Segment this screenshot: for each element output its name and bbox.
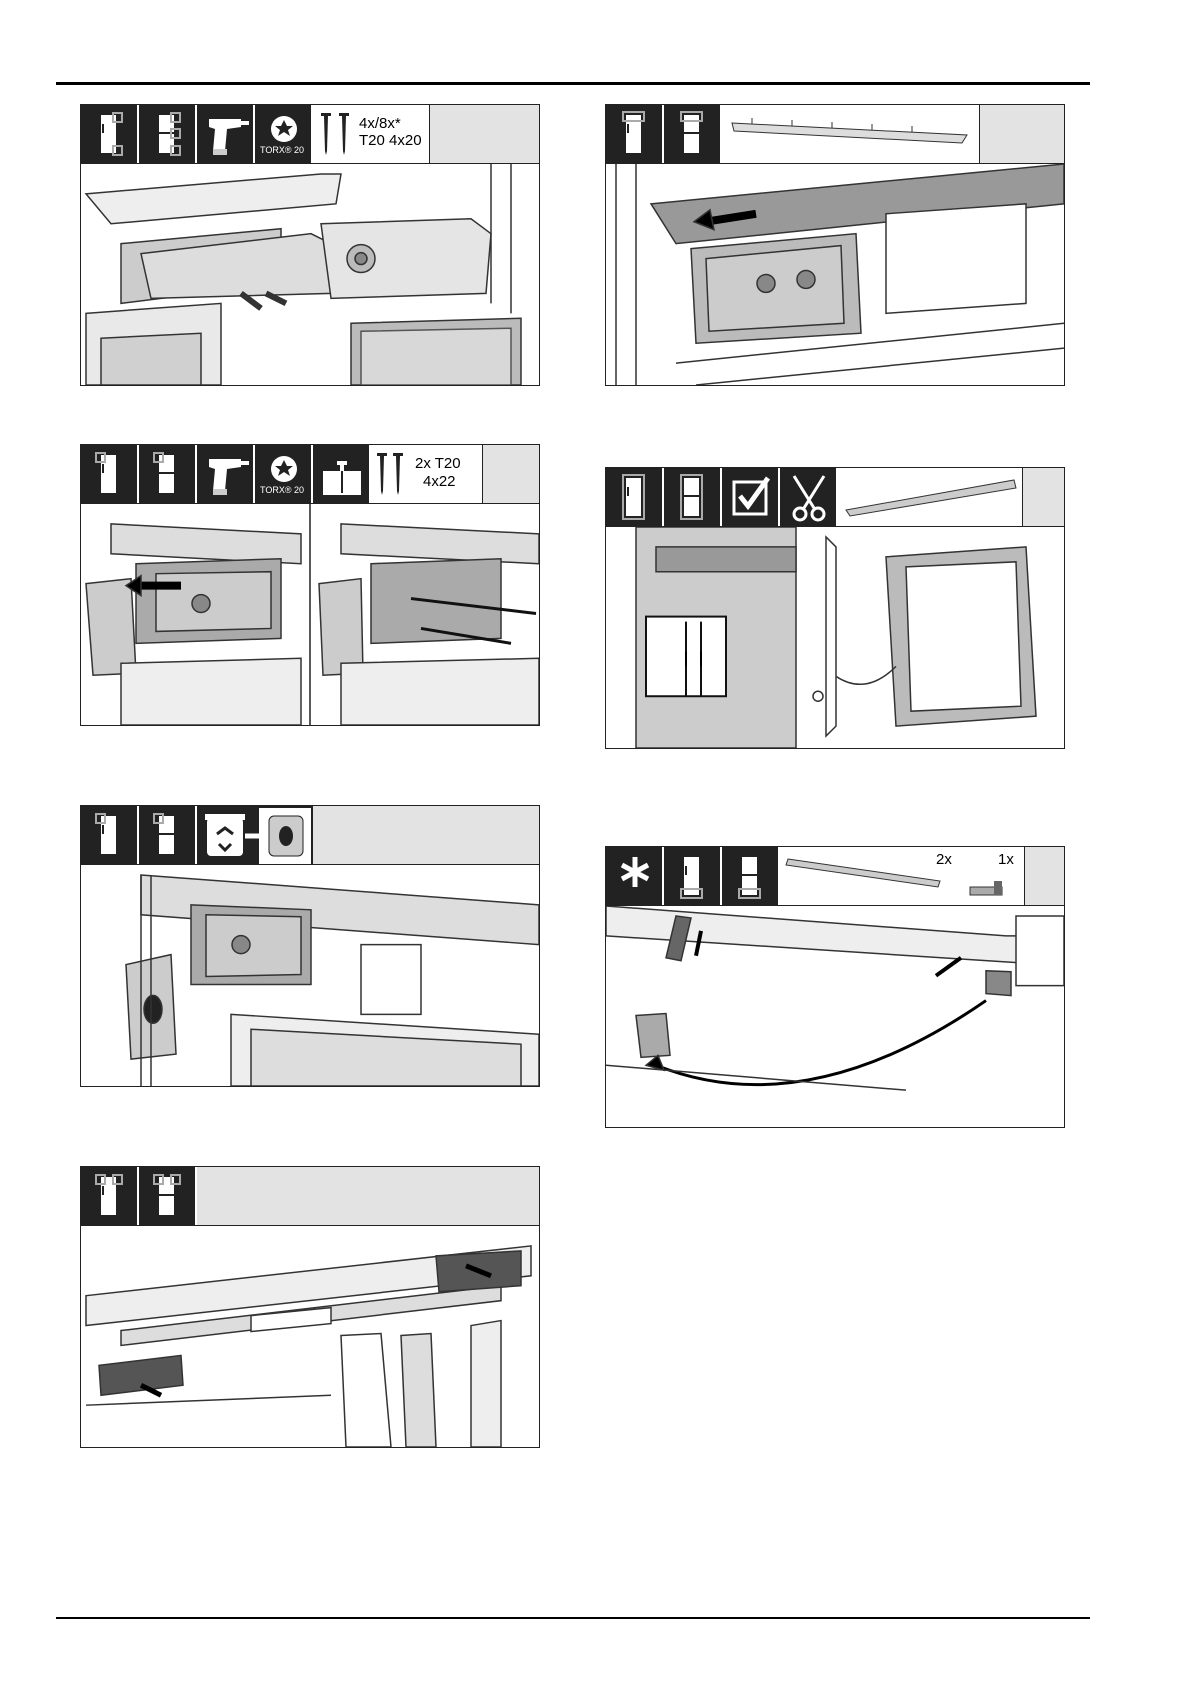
screw-qty-label: 2x T20 [415, 455, 461, 472]
remove-cover-illustration [81, 865, 539, 1086]
fridge-double-door-icon [664, 105, 722, 163]
screw-spec-label: 4x/8x* [359, 115, 401, 132]
screw-spec-box: 4x/8x* T20 4x20 [313, 105, 430, 163]
hinge-screws-illustration [81, 164, 539, 385]
fridge-double-door-icon [139, 105, 197, 163]
fridge-double-door-icon [139, 445, 197, 503]
panel-profile-strip [605, 104, 1065, 386]
panel-hinge-screws: TORX® 20 4x/8x* T20 4x20 [80, 104, 540, 386]
profile-strip-illustration [606, 164, 1064, 385]
panel-profile-seal: 2x 1x [605, 846, 1065, 1128]
fridge-single-door-icon [81, 1167, 139, 1225]
hinge-slide-illustration [81, 504, 539, 725]
scissors-icon [780, 468, 838, 526]
parts-icon [780, 847, 1024, 905]
header-filler [1023, 468, 1064, 526]
seal-strip-icon [838, 468, 1022, 526]
fridge-double-door-icon [139, 1167, 197, 1225]
screw-in-panel-icon [313, 445, 371, 503]
screw-size-label: 4x22 [423, 473, 456, 490]
seal-strip-box [838, 468, 1023, 526]
fridge-single-door-icon [81, 806, 139, 864]
torx-label: TORX® 20 [260, 145, 304, 155]
profile-qty-label: 2x [936, 851, 952, 868]
screw-spec-box: 2x T20 4x22 [371, 445, 483, 503]
header-filler [1025, 847, 1064, 905]
top-rule [56, 82, 1090, 85]
screw-size-label: T20 4x20 [359, 132, 422, 149]
screw-icon [371, 445, 411, 503]
panel-fit-covers [80, 1166, 540, 1448]
header-filler [197, 1167, 539, 1225]
fridge-single-door-icon [606, 468, 664, 526]
seal-qty-label: 1x [998, 851, 1014, 868]
header-filler [313, 806, 539, 864]
recycle-box [197, 806, 313, 864]
torx-bit-icon: TORX® 20 [255, 105, 313, 163]
profile-strip-icon [722, 105, 979, 163]
cordless-drill-icon [197, 105, 255, 163]
fridge-single-door-icon [81, 445, 139, 503]
panel-hinge-slide: TORX® 20 2x T20 4x22 [80, 444, 540, 726]
asterisk-icon [606, 847, 664, 905]
fridge-double-door-icon [139, 806, 197, 864]
header-filler [483, 445, 539, 503]
checkmark-icon [722, 468, 780, 526]
torx-label: TORX® 20 [260, 485, 304, 495]
bottom-rule [56, 1617, 1090, 1619]
profile-seal-illustration [606, 906, 1064, 1127]
parts-box: 2x 1x [780, 847, 1025, 905]
panel-trim-seal [605, 467, 1065, 749]
header-filler [430, 105, 539, 163]
fridge-single-door-icon [606, 105, 664, 163]
fridge-double-door-icon [722, 847, 780, 905]
fridge-double-door-icon [664, 468, 722, 526]
screw-icon [313, 105, 357, 163]
profile-strip-box [722, 105, 980, 163]
fridge-single-door-icon [664, 847, 722, 905]
cordless-drill-icon [197, 445, 255, 503]
torx-bit-icon: TORX® 20 [255, 445, 313, 503]
panel-remove-cover [80, 805, 540, 1087]
header-filler [980, 105, 1064, 163]
fit-covers-illustration [81, 1226, 539, 1447]
trim-seal-illustration [606, 527, 1064, 748]
fridge-single-door-icon [81, 105, 139, 163]
